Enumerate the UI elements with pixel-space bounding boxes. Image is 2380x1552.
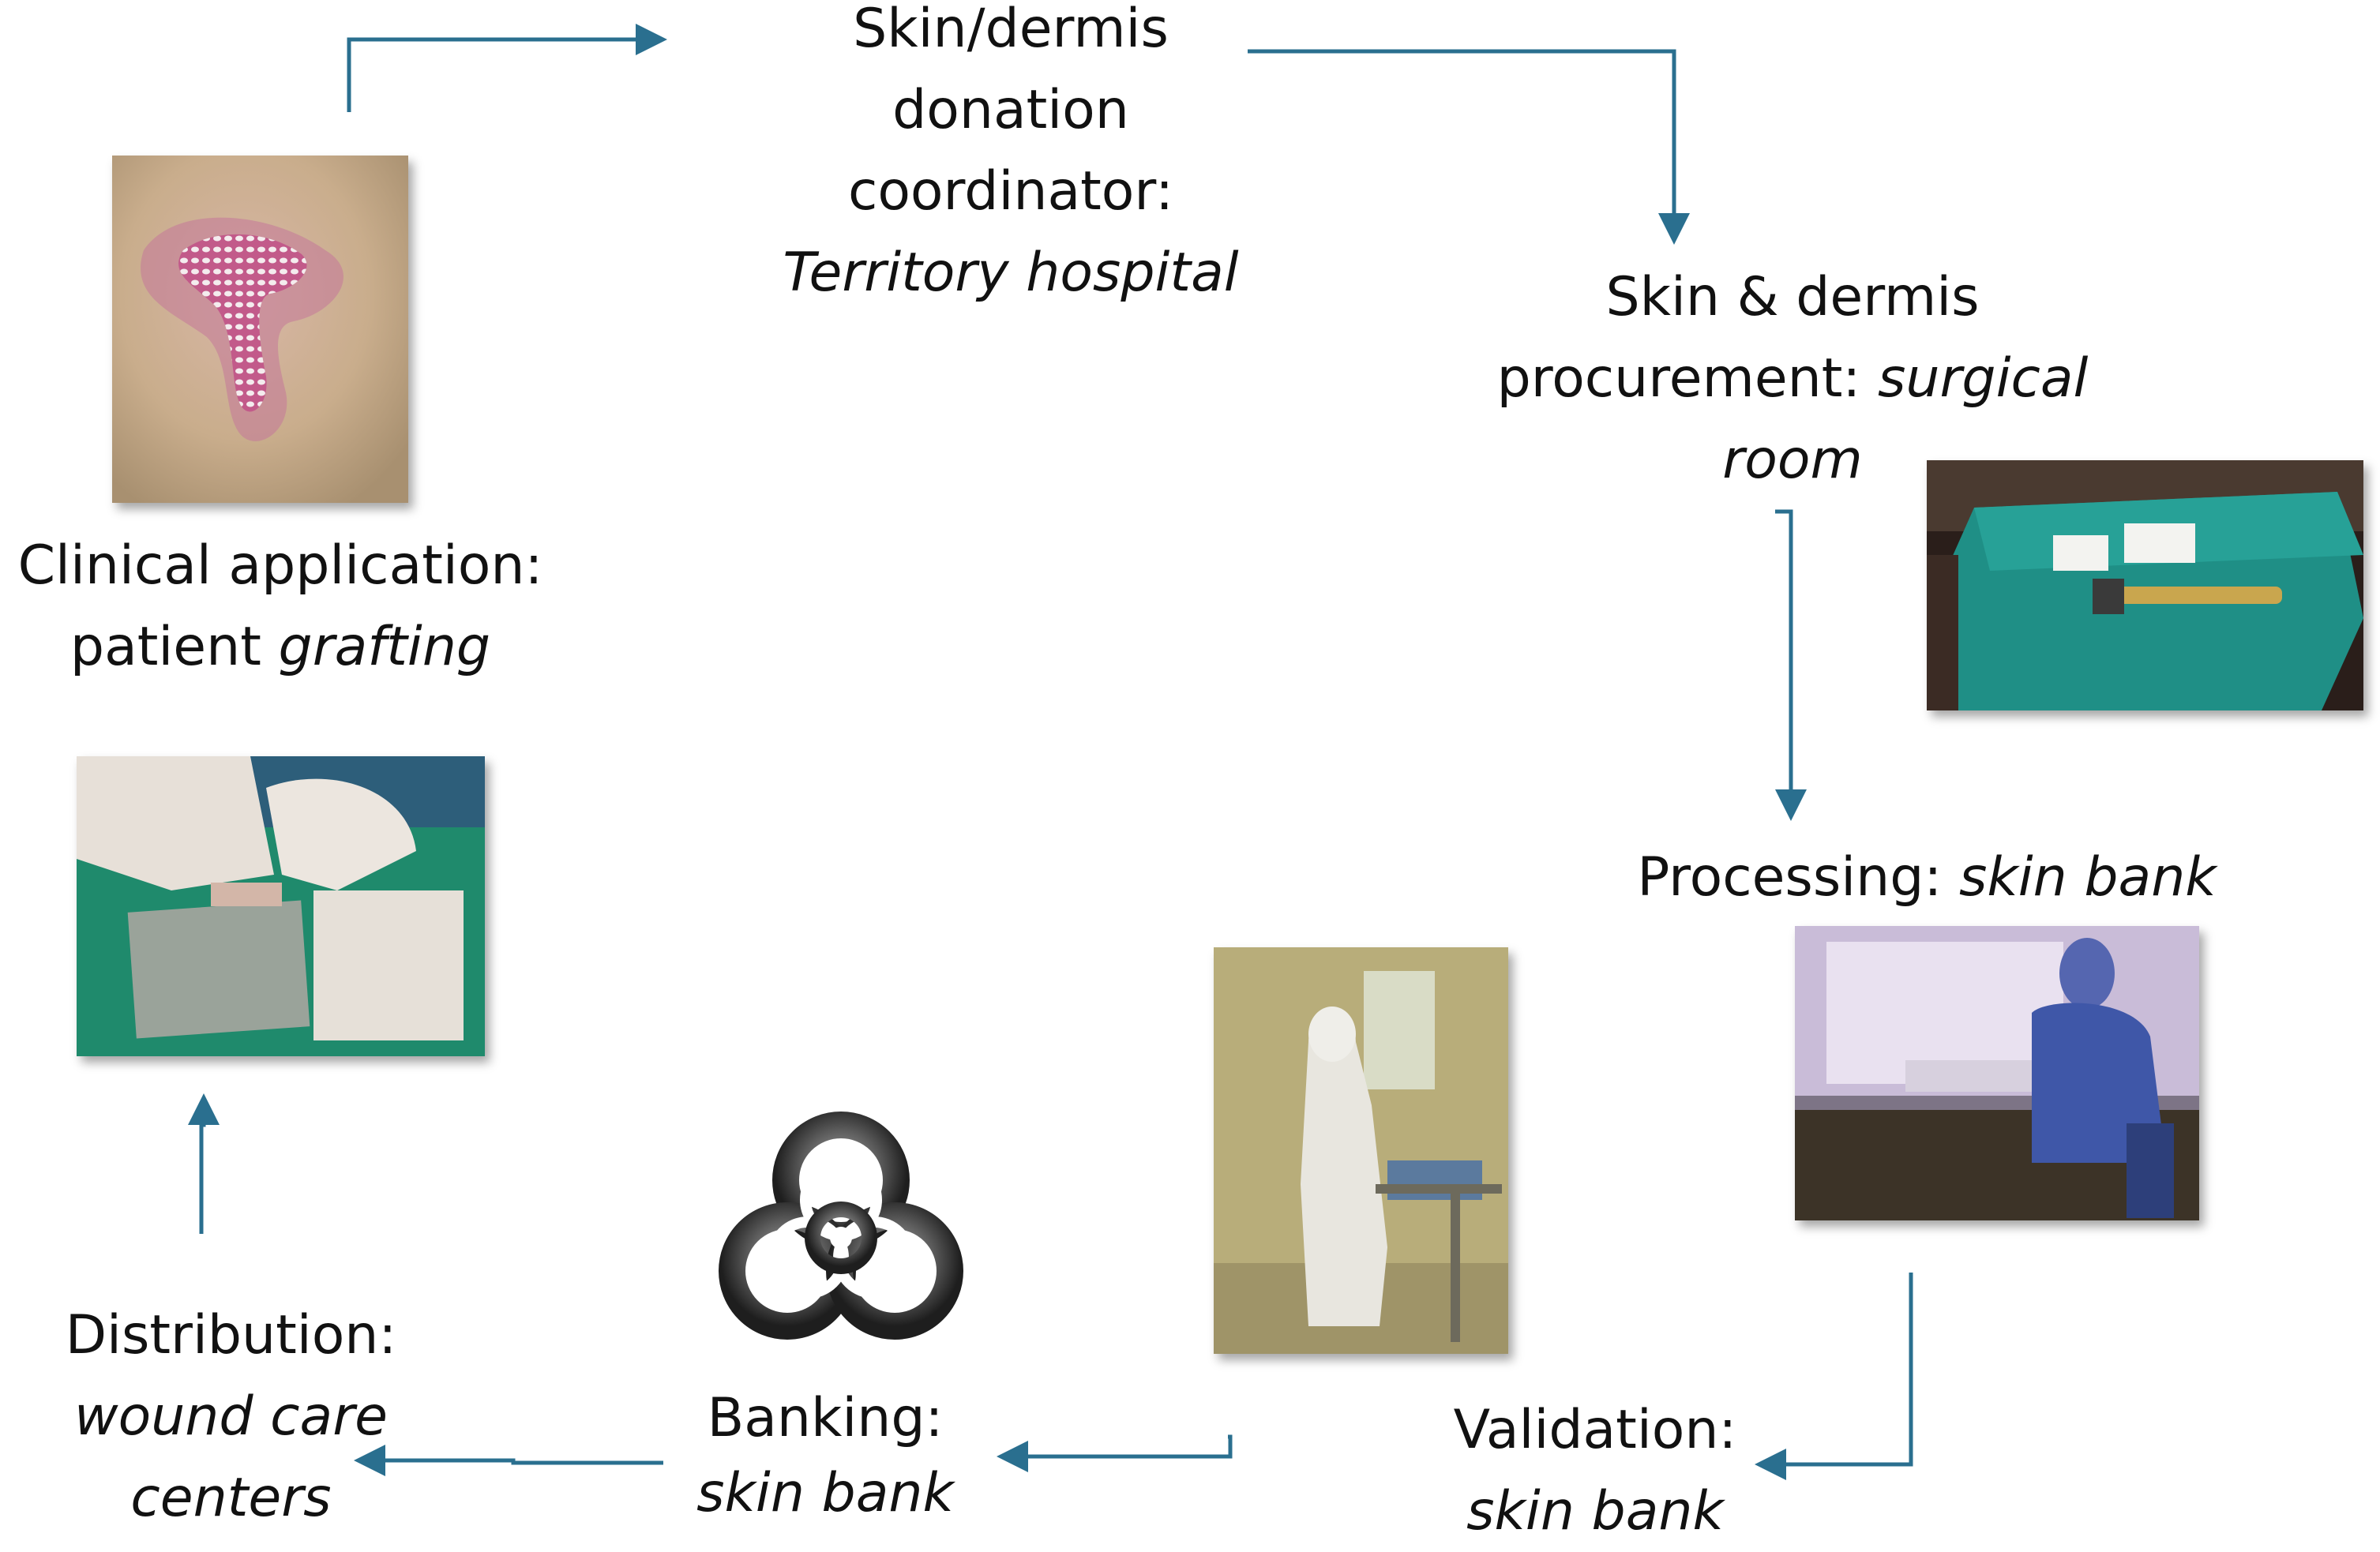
distribution-title: Distribution: — [65, 1304, 397, 1366]
processing-title: Processing: — [1637, 846, 1959, 909]
label-banking: Banking: skin bank — [671, 1378, 979, 1534]
label-validation: Validation: skin bank — [1406, 1389, 1785, 1552]
donation-line-2: donation — [892, 79, 1129, 141]
label-procurement: Skin & dermis procurement: surgical room — [1437, 257, 2148, 500]
clinical-procedure: grafting — [278, 616, 491, 678]
meshed-skin-graft-photo — [112, 156, 408, 503]
laminar-flow-hood-photo — [1795, 926, 2199, 1220]
label-distribution: Distribution: wound care centers — [32, 1295, 430, 1539]
surgical-instruments-photo — [1927, 460, 2363, 710]
label-donation-coordinator: Skin/dermis donation coordinator: Territ… — [766, 0, 1256, 313]
procurement-line-1: Skin & dermis — [1605, 266, 1980, 328]
procurement-location-1: surgical — [1877, 347, 2089, 410]
label-processing: Processing: skin bank — [1603, 837, 2250, 918]
procurement-line-2: procurement: — [1496, 347, 1878, 410]
banking-location: skin bank — [696, 1462, 954, 1524]
arrow-validation-to-banking — [997, 1434, 1233, 1472]
biohazard-icon — [715, 1105, 967, 1350]
validation-title: Validation: — [1453, 1399, 1737, 1461]
arrow-processing-to-validation — [1755, 1273, 1913, 1480]
distribution-location-2: centers — [130, 1467, 332, 1529]
processing-location: skin bank — [1958, 846, 2217, 909]
arrow-banking-to-distribution — [354, 1445, 663, 1476]
procurement-location-2: room — [1722, 429, 1863, 491]
donation-location: Territory hospital — [783, 242, 1239, 304]
validation-location: skin bank — [1466, 1480, 1724, 1543]
banking-title: Banking: — [707, 1387, 944, 1449]
label-clinical-application: Clinical application: patient grafting — [0, 525, 561, 688]
distribution-location-1: wound care — [73, 1385, 389, 1448]
arrow-procurement-to-processing — [1775, 509, 1807, 821]
donation-line-1: Skin/dermis — [853, 0, 1169, 60]
clinical-line-2: patient — [69, 616, 279, 678]
clinical-title: Clinical application: — [17, 534, 543, 597]
arrow-donation-to-procurement — [1248, 49, 1690, 245]
arrow-clinical-to-donation — [347, 24, 667, 112]
cleanroom-operator-photo — [1214, 947, 1508, 1354]
arrow-distribution-to-clinical — [188, 1093, 220, 1234]
grafting-hands-photo — [77, 756, 485, 1056]
donation-line-3: coordinator: — [847, 160, 1174, 223]
